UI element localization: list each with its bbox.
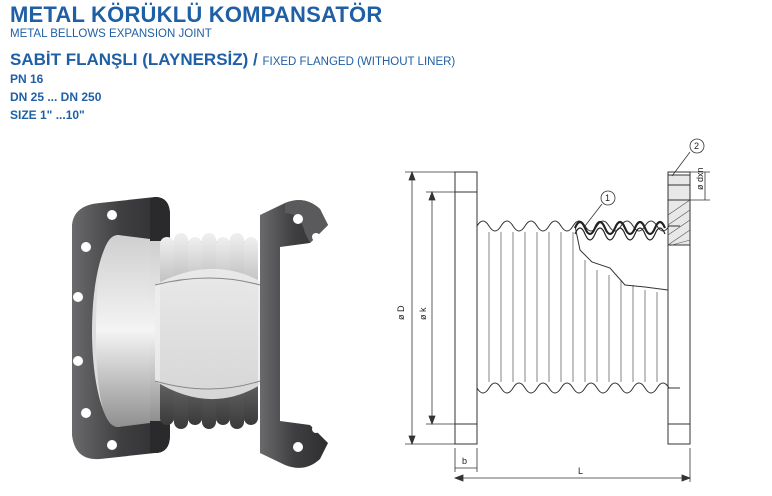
callout-1-circle — [600, 190, 616, 206]
callout-2: 2 — [694, 141, 699, 151]
right-flange — [260, 200, 328, 468]
drawing-bellows — [476, 220, 680, 394]
product-type-en: FIXED FLANGED (WITHOUT LINER) — [262, 56, 456, 68]
page-title: METAL KÖRÜKLÜ KOMPANSATÖR — [10, 2, 383, 27]
dim-dxn-label: ø dxn — [695, 167, 705, 190]
dim-D-label: ø D — [396, 305, 406, 320]
product-type-tr: SABİT FLANŞLI (LAYNERSİZ) / — [10, 50, 263, 69]
spec-size-range: SIZE 1" ...10" — [10, 108, 85, 122]
callout-2-circle — [689, 138, 705, 154]
dim-b-label: b — [462, 456, 467, 466]
bellows-convolutions — [150, 233, 261, 429]
bolt-hole — [107, 210, 117, 220]
callout-1: 1 — [605, 193, 610, 203]
bellows-illustration — [72, 197, 328, 468]
spec-pressure: PN 16 — [10, 72, 44, 86]
product-type: SABİT FLANŞLI (LAYNERSİZ) / FIXED FLANGE… — [10, 50, 455, 70]
drawing-left-flange — [454, 171, 478, 445]
dim-k-label: ø k — [418, 307, 428, 320]
dim-L-label: L — [578, 466, 583, 476]
page-subtitle: METAL BELLOWS EXPANSION JOINT — [10, 28, 212, 40]
spec-dn-range: DN 25 ... DN 250 — [10, 90, 102, 104]
